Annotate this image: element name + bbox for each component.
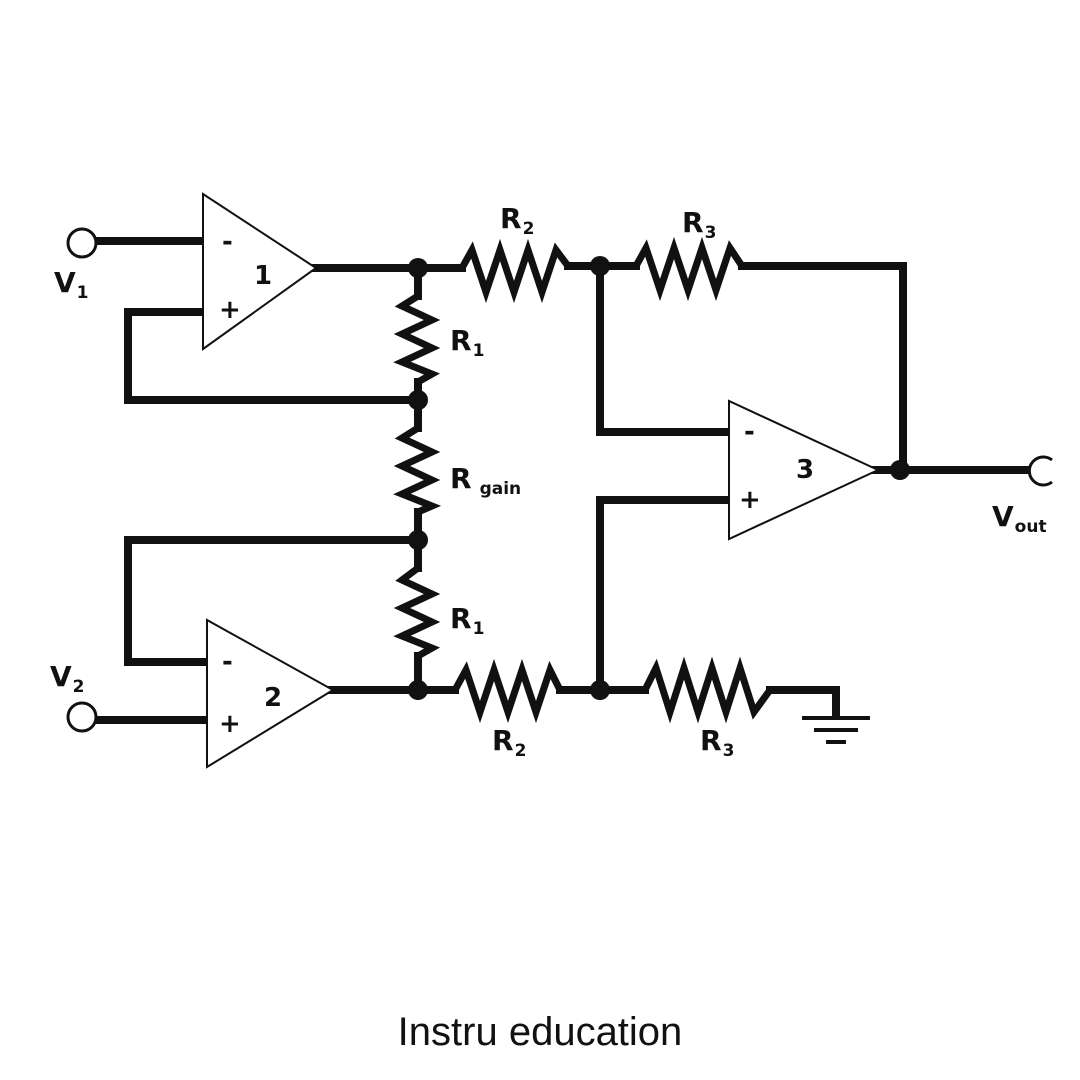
wire-r3-to-ground <box>766 686 840 720</box>
ground-icon <box>802 716 870 744</box>
wire-amp1-feedback <box>124 308 422 404</box>
junction-rgain-r1 <box>408 530 428 550</box>
resistor-r2-top <box>458 238 571 304</box>
wire-amp3-inverting <box>596 262 734 436</box>
label-r2-bottom: R2 <box>492 724 526 761</box>
resistor-r2-bottom <box>451 658 564 724</box>
wire-amp3-noninverting <box>596 496 734 694</box>
resistors <box>393 236 773 724</box>
opamp-1 <box>202 192 318 351</box>
label-v1: V1 <box>54 266 89 303</box>
opamp-1-number: 1 <box>254 261 272 291</box>
terminal-vout <box>1027 455 1053 487</box>
junctions <box>408 256 910 700</box>
wire-amp2-feedback <box>124 536 422 666</box>
resistor-r3-bottom <box>641 656 773 724</box>
label-r1-top: R1 <box>450 324 484 361</box>
opamp-1-minus: - <box>222 227 233 257</box>
opamp-2-number: 2 <box>264 683 282 713</box>
opamp-2-plus: + <box>219 709 241 739</box>
label-vout: Vout <box>992 500 1047 537</box>
label-r1-bottom: R1 <box>450 602 484 639</box>
resistor-r1-bottom <box>393 565 441 660</box>
junction-bottom-output <box>408 680 428 700</box>
resistor-rgain <box>393 425 442 516</box>
terminal-v1 <box>66 227 98 259</box>
resistor-r1-top <box>393 293 441 386</box>
junction-top-output <box>408 258 428 278</box>
opamp-1-plus: + <box>219 295 241 325</box>
resistor-r3-top <box>632 236 745 302</box>
opamp-3-minus: - <box>744 417 755 447</box>
opamp-3 <box>728 399 881 541</box>
caption: Instru education <box>397 1010 683 1054</box>
wires <box>92 237 1038 724</box>
junction-r2-r3-top <box>590 256 610 276</box>
label-r2-top: R2 <box>500 202 534 239</box>
opamp-3-number: 3 <box>796 455 814 485</box>
junction-vout <box>890 460 910 480</box>
label-r3-top: R3 <box>682 206 716 243</box>
opamp-2-minus: - <box>222 647 233 677</box>
wire-r3-feedback <box>738 262 907 474</box>
opamp-3-plus: + <box>739 485 761 515</box>
junction-r2-r3-bottom <box>590 680 610 700</box>
terminal-v2 <box>66 701 98 733</box>
opamp-2 <box>206 618 335 769</box>
label-v2: V2 <box>50 660 85 697</box>
label-r3-bottom: R3 <box>700 724 734 761</box>
junction-r1-rgain <box>408 390 428 410</box>
